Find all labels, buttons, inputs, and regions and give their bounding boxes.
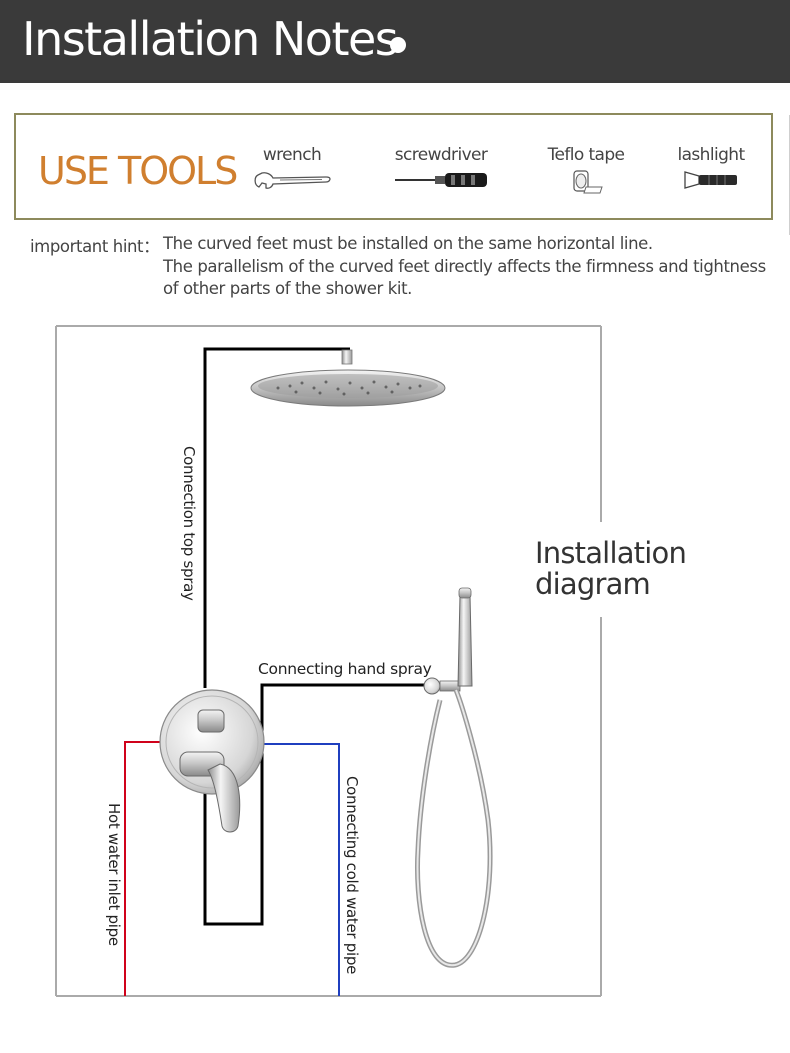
tape-icon [573,170,603,194]
bullet-dot-icon [390,37,406,53]
hint-content: The curved feet must be installed on the… [163,233,766,301]
label-hot-water: Hot water inlet pipe [105,803,123,946]
diagram-title-line1: Installation [535,536,687,570]
tool-label: Teflo tape [547,145,625,165]
hint-line: The curved feet must be installed on the… [163,234,653,253]
hint-line: The parallelism of the curved feet direc… [163,256,766,276]
tool-teflon-tape: Teflo tape [546,145,626,195]
wrench-icon [254,172,331,189]
label-cold-water: Connecting cold water pipe [343,776,361,975]
tool-label: screwdriver [394,145,488,165]
tool-wrench: wrench [252,145,332,195]
top-spray-pipe [203,347,350,688]
diagram-title-line2: diagram [535,567,651,601]
cold-water-pipe [248,743,340,996]
hint-line: of other parts of the shower kit. [163,279,412,298]
label-hand-spray: Connecting hand spray [258,660,432,678]
hot-water-pipe [124,741,175,996]
flashlight-icon [684,171,737,189]
hint-label: important hint： [30,237,160,256]
tool-label: lashlight [677,145,745,165]
tools-panel: USE TOOLS wrench screwdriver Teflo tape … [14,113,773,220]
tool-screwdriver: screwdriver [386,145,496,191]
hand-shower [415,587,493,968]
tools-heading: USE TOOLS [38,149,238,193]
tool-label: wrench [262,145,322,165]
page-header: Installation Notes [0,0,790,83]
page-title: Installation Notes [22,12,399,66]
rain-shower-head [250,349,446,407]
label-top-spray: Connection top spray [180,446,198,601]
lower-loop-pipe [203,683,430,926]
mixer-valve [159,689,265,833]
tool-flashlight: lashlight [666,145,756,191]
diagram-title: Installation diagram [535,536,687,601]
diagram-frame [55,325,602,997]
screwdriver-icon [395,173,487,187]
